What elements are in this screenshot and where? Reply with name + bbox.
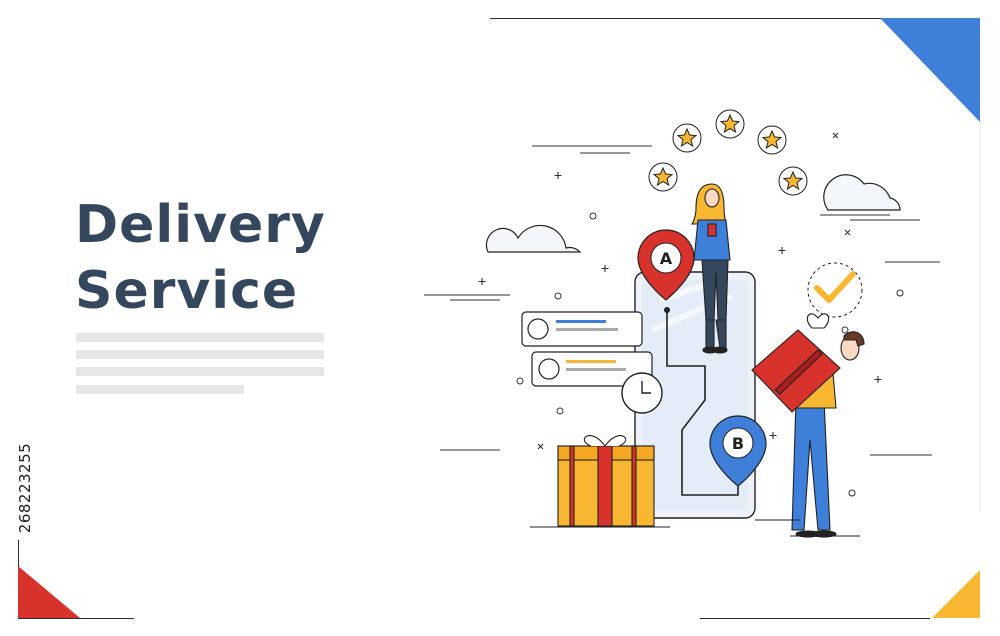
dot-icon (589, 212, 597, 220)
rating-stars (648, 109, 808, 196)
cross-icon (844, 229, 851, 236)
dot-icon (554, 292, 562, 300)
gift-box-yellow-icon (557, 435, 655, 527)
frame-top-line (490, 18, 930, 19)
woman-figure-icon (690, 183, 731, 354)
dot-icon (896, 289, 904, 297)
dot-icon (556, 407, 564, 415)
plus-icon (554, 172, 562, 179)
plus-icon (601, 265, 609, 272)
delivery-illustration: A B (424, 109, 940, 538)
cross-icon (537, 443, 544, 450)
dot-icon (516, 377, 524, 385)
clock-icon (621, 372, 663, 414)
frame-bottom-right-line (700, 618, 930, 619)
page-title: Delivery Service (75, 192, 326, 324)
cross-icon (832, 132, 839, 139)
frame-bottom-left-line (18, 618, 134, 619)
gift-box-red-icon (751, 313, 841, 413)
text-placeholder-2 (76, 350, 324, 359)
plus-icon (778, 247, 786, 254)
pin-b-label: B (732, 434, 744, 453)
map-pin-b-icon: B (709, 415, 767, 487)
text-placeholder-4 (76, 385, 244, 394)
text-placeholder-3 (76, 367, 324, 376)
map-pin-a-icon: A (637, 229, 695, 301)
cloud-right-icon (823, 174, 901, 211)
corner-triangle-yellow (932, 570, 980, 618)
plus-icon (769, 432, 777, 439)
corner-triangle-red (18, 566, 80, 618)
plus-icon (874, 376, 882, 383)
corner-triangle-blue (880, 18, 980, 122)
title-line-1: Delivery (75, 195, 326, 255)
cloud-left-icon (485, 224, 582, 253)
route-path (666, 310, 739, 496)
plus-icon (478, 278, 486, 285)
chat-bubble-2 (531, 351, 653, 387)
title-line-2: Service (75, 261, 299, 321)
pin-a-label: A (660, 249, 673, 268)
check-icon (807, 262, 863, 318)
frame-right-line (980, 122, 981, 512)
text-placeholder-1 (76, 333, 324, 342)
chat-bubble-1 (521, 311, 643, 347)
stock-id: 268223255 (12, 415, 34, 565)
dot-icon (848, 489, 856, 497)
dot-icon (841, 326, 849, 334)
stock-id-text: 268223255 (16, 442, 34, 534)
